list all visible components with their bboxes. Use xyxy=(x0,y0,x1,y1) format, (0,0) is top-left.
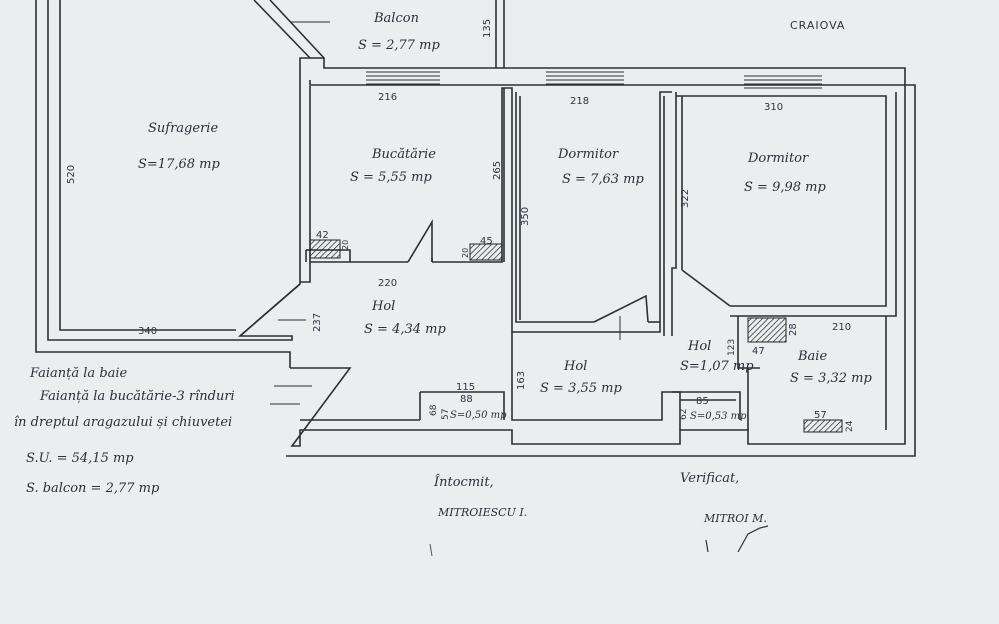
dim-340: 340 xyxy=(138,326,157,337)
room-name-sufragerie: Sufragerie xyxy=(148,121,218,136)
dim-42: 42 xyxy=(316,230,329,241)
dim-163: 163 xyxy=(516,371,527,390)
room-name-baie: Baie xyxy=(797,349,827,364)
dim-88: 88 xyxy=(460,394,473,405)
room-area-hol-3: S=1,07 mp xyxy=(680,359,754,374)
window-bedroom-2 xyxy=(744,75,822,89)
closet-area-2: S=0,53 mp xyxy=(690,411,747,422)
dim-68: 68 xyxy=(429,404,439,416)
room-area-balcon: S = 2,77 mp xyxy=(358,38,440,53)
dim-20-a: 20 xyxy=(341,240,350,250)
dim-28: 28 xyxy=(788,323,799,336)
dimension-labels: 135 216 218 310 520 265 350 322 340 220 … xyxy=(66,19,855,432)
room-name-dormitor-1: Dormitor xyxy=(557,147,619,162)
dim-57-b: 57 xyxy=(814,410,827,421)
dim-265: 265 xyxy=(492,161,503,180)
room-name-hol-2: Hol xyxy=(563,359,587,374)
bathroom-shaft xyxy=(747,317,787,343)
room-name-bucatarie: Bucătărie xyxy=(371,147,436,162)
dim-237: 237 xyxy=(312,313,323,332)
dim-123: 123 xyxy=(727,339,737,356)
dim-45: 45 xyxy=(480,236,493,247)
dim-350: 350 xyxy=(520,207,531,226)
dim-520: 520 xyxy=(66,165,77,184)
signature-mark xyxy=(429,543,433,557)
dim-310: 310 xyxy=(764,102,783,113)
signature-intocmit-label: Întocmit, xyxy=(433,474,494,490)
room-name-dormitor-2: Dormitor xyxy=(747,151,809,166)
walls xyxy=(35,0,916,457)
city-label: CRAIOVA xyxy=(790,19,845,32)
dim-62: 62 xyxy=(679,409,689,420)
dim-220: 220 xyxy=(378,278,397,289)
room-name-hol-1: Hol xyxy=(371,299,395,314)
dim-20-b: 20 xyxy=(461,248,470,258)
dim-210: 210 xyxy=(832,322,851,333)
note-line-2: Faianță la bucătărie-3 rînduri xyxy=(39,389,235,404)
note-line-1: Faianță la baie xyxy=(29,366,128,381)
room-area-baie: S = 3,32 mp xyxy=(790,371,872,386)
note-line-3: în dreptul aragazului și chiuvetei xyxy=(14,415,232,430)
dim-24: 24 xyxy=(845,420,855,432)
room-area-bucatarie: S = 5,55 mp xyxy=(350,170,432,185)
dim-218: 218 xyxy=(570,96,589,107)
note-balcony-area: S. balcon = 2,77 mp xyxy=(26,481,160,496)
handwritten-signature xyxy=(705,525,769,553)
room-area-dormitor-1: S = 7,63 mp xyxy=(562,172,644,187)
annotation-lines xyxy=(270,21,621,405)
note-useful-area: S.U. = 54,15 mp xyxy=(26,451,134,466)
dim-322: 322 xyxy=(680,189,691,208)
room-name-hol-3: Hol xyxy=(687,339,711,354)
room-area-hol-1: S = 4,34 mp xyxy=(364,322,446,337)
kitchen-shaft-right xyxy=(469,243,503,261)
signature-intocmit-name: MITROIESCU I. xyxy=(437,506,527,519)
window-bedroom-1 xyxy=(546,71,624,85)
dim-85: 85 xyxy=(696,396,709,407)
signature-verificat-name: MITROI M. xyxy=(703,512,767,525)
window-kitchen xyxy=(366,71,440,85)
bathroom-fixture xyxy=(803,419,843,433)
room-area-sufragerie: S=17,68 mp xyxy=(138,157,220,172)
dim-135: 135 xyxy=(482,19,493,38)
room-area-hol-2: S = 3,55 mp xyxy=(540,381,622,396)
closet-area-1: S=0,50 mp xyxy=(450,410,507,421)
signature-verificat-label: Verificat, xyxy=(680,471,739,486)
dim-115: 115 xyxy=(456,382,475,393)
room-area-dormitor-2: S = 9,98 mp xyxy=(744,180,826,195)
dim-57-a: 57 xyxy=(441,409,451,420)
windows xyxy=(366,71,822,89)
dim-47: 47 xyxy=(752,346,765,357)
room-name-balcon: Balcon xyxy=(373,11,419,26)
kitchen-shaft-left xyxy=(309,239,341,259)
dim-216: 216 xyxy=(378,92,397,103)
